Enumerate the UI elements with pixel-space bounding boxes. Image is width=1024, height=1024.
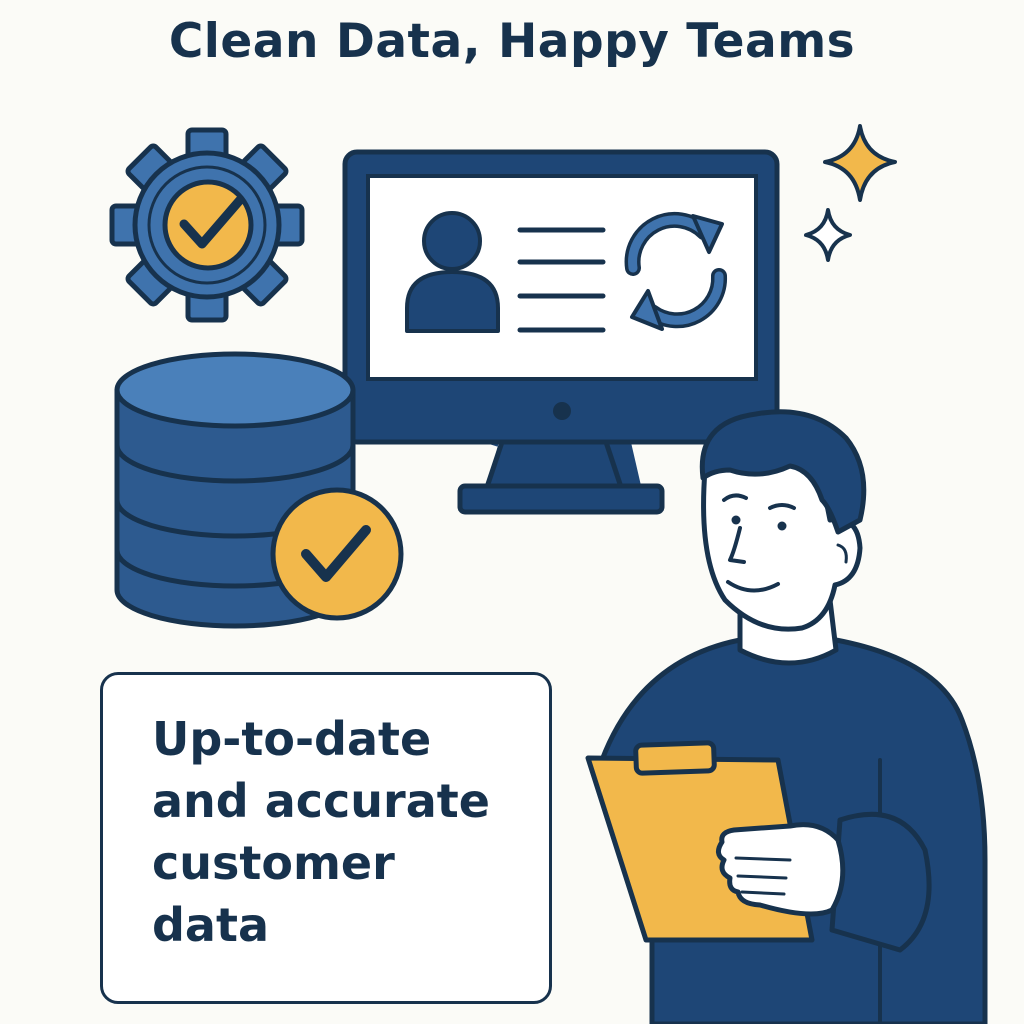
sync-icon [624, 211, 728, 331]
gear-inner-ring [147, 165, 267, 285]
gear-check-badge [162, 179, 254, 271]
check-icon [179, 195, 245, 249]
caption-line: Up-to-date [152, 712, 432, 766]
caption-line: customer [152, 836, 395, 890]
person-illustration [585, 409, 988, 1024]
sparkle-icon [823, 124, 897, 202]
power-button [553, 402, 571, 420]
monitor-base [457, 483, 665, 515]
check-badge-icon [270, 487, 404, 621]
monitor-icon [342, 149, 780, 515]
page-title: Clean Data, Happy Teams [168, 14, 856, 69]
gear-check-icon [109, 127, 305, 323]
profile-text-lines [517, 227, 606, 333]
caption-card [100, 672, 552, 1004]
caption-text: Up-to-date and accurate customer data [152, 708, 542, 956]
caption-line: data [152, 898, 269, 952]
user-profile-icon [405, 211, 500, 333]
caption-line: and accurate [152, 774, 490, 828]
sparkle-small-icon [804, 208, 852, 262]
person-sleeve [829, 811, 932, 953]
person-hair [699, 409, 867, 535]
